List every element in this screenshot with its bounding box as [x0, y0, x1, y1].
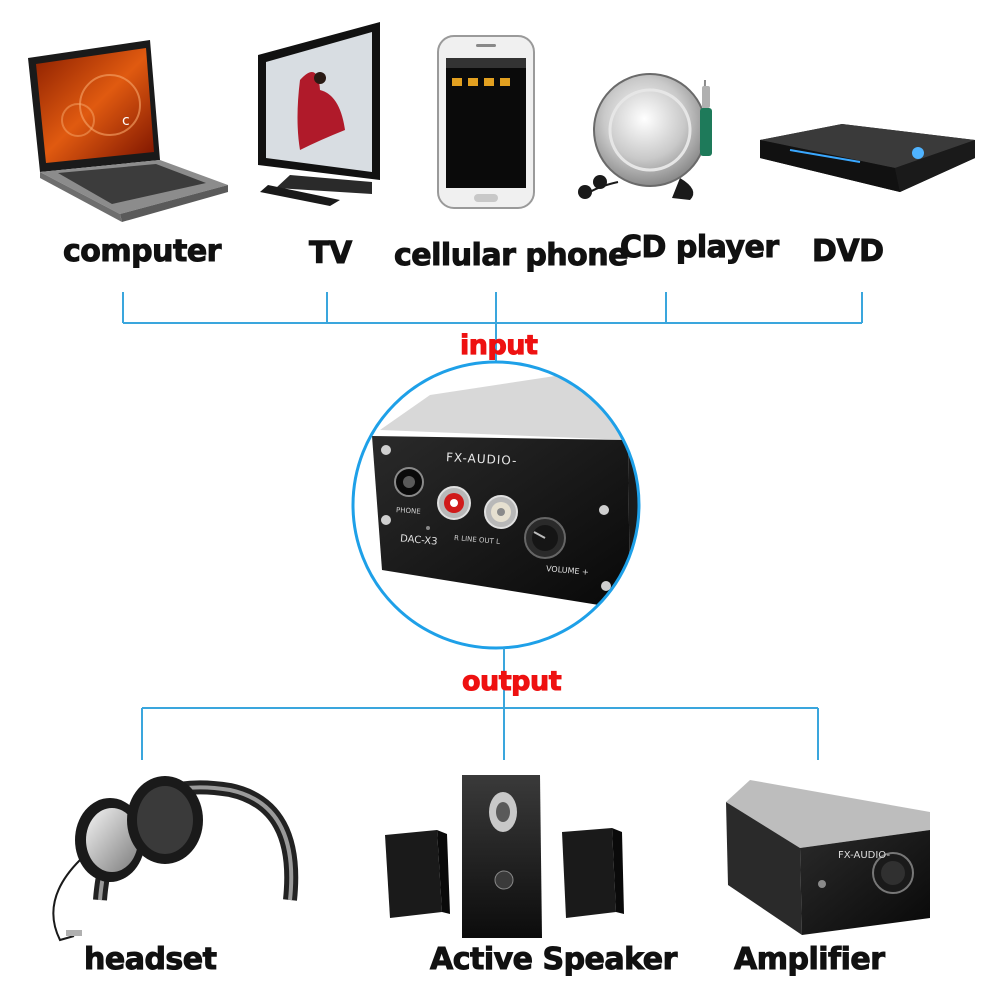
- device-phone-label: PHONE: [395, 506, 421, 516]
- svg-text:c: c: [122, 113, 130, 129]
- label-cd-player: CD player: [620, 230, 780, 266]
- label-cellular-phone: cellular phone: [394, 238, 629, 274]
- laptop-icon: c: [28, 40, 228, 222]
- dvd-player-icon: [760, 124, 975, 192]
- output-bus: [141, 648, 819, 760]
- phone-icon: [437, 35, 535, 209]
- headset-icon: [52, 776, 299, 942]
- cd-player-icon: [578, 73, 712, 200]
- amplifier-icon: FX-AUDIO-: [726, 780, 930, 935]
- label-output: output: [461, 666, 562, 698]
- dac-closeup: [351, 360, 641, 650]
- label-amplifier: Amplifier: [734, 942, 886, 978]
- svg-text:FX-AUDIO-: FX-AUDIO-: [838, 850, 890, 861]
- label-tv: TV: [309, 236, 353, 272]
- active-speaker-icon: [385, 775, 624, 938]
- label-headset: headset: [83, 942, 217, 978]
- label-dvd: DVD: [812, 234, 885, 270]
- label-computer: computer: [63, 234, 222, 270]
- input-bus: [122, 292, 863, 362]
- tv-icon: [258, 22, 380, 206]
- label-input: input: [459, 330, 538, 362]
- label-active-speaker: Active Speaker: [430, 942, 678, 978]
